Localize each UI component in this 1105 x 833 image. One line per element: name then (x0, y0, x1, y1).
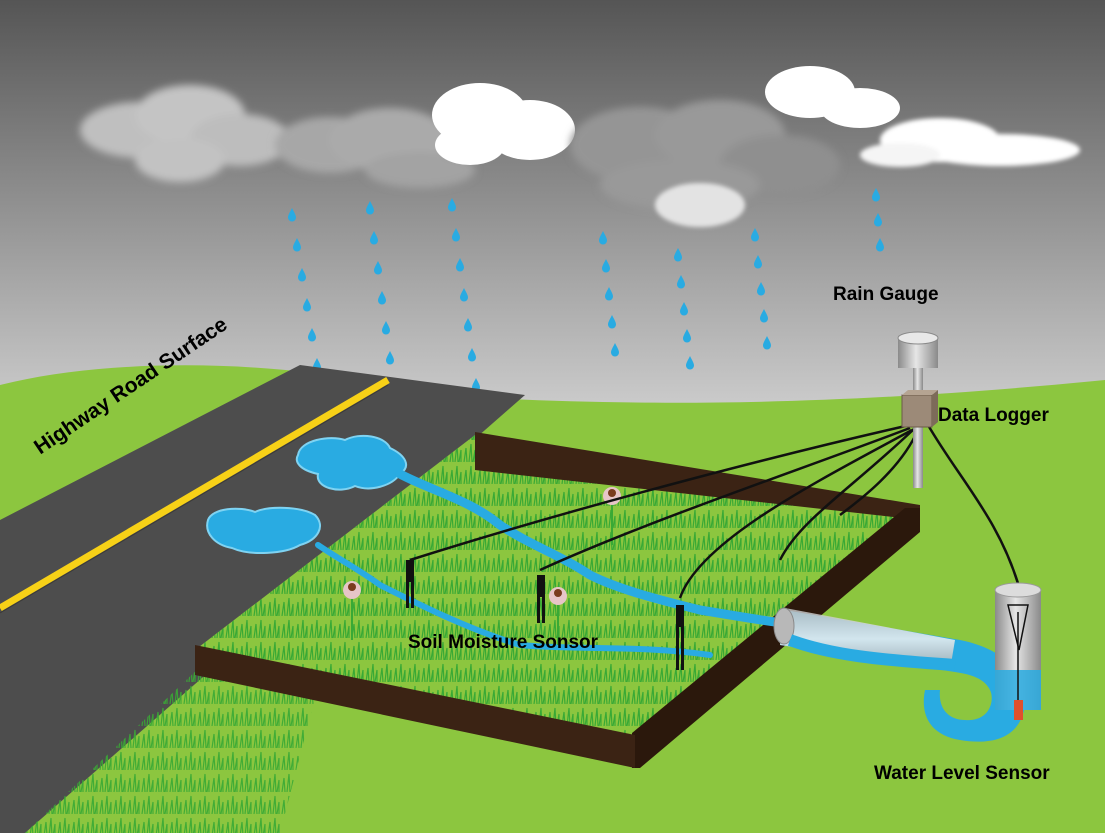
cloud (655, 183, 745, 227)
water-level-sensor-label: Water Level Sensor (874, 763, 1050, 784)
road-center-line-edge (0, 384, 389, 614)
road-center-line (0, 376, 390, 612)
cloud (275, 108, 475, 188)
water-streams (315, 469, 780, 658)
water-level-well (994, 582, 1042, 720)
rain-gauge-label: Rain Gauge (833, 284, 939, 305)
bioretention-back-wall (475, 432, 920, 520)
outflow-pipe (773, 607, 1026, 742)
cloud (80, 85, 290, 182)
cloud (860, 118, 1080, 167)
water-level-probe (1014, 700, 1023, 720)
sensor-cables (409, 423, 1022, 599)
data-logger-label: Data Logger (938, 405, 1049, 426)
clouds (80, 66, 1080, 227)
flower (549, 587, 567, 645)
soil-moisture-sensor (537, 575, 545, 623)
flower (343, 581, 361, 640)
soil-moisture-sensor (676, 605, 684, 670)
data-logger (901, 390, 938, 428)
cloud (765, 66, 900, 128)
bioretention-front-wall (195, 645, 635, 768)
puddle (206, 506, 321, 555)
rain-gauge (897, 331, 939, 488)
cloud (432, 83, 575, 165)
soil-moisture-sensor (406, 560, 414, 608)
soil-moisture-sensor-label: Soil Moisture Sonsor (408, 632, 599, 653)
